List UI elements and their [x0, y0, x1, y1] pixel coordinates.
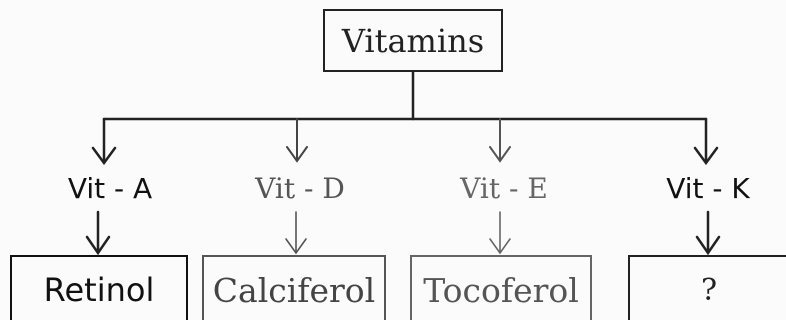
branch-3-arrowhead	[489, 146, 511, 163]
branch-4-arrowhead	[693, 146, 719, 166]
root-label: Vitamins	[341, 21, 485, 60]
calciferol-node: Calciferol	[202, 255, 386, 320]
vitamin-a-label: Vit - A	[67, 171, 153, 205]
branch-3-lower-arrowhead	[489, 238, 511, 255]
vitamin-e-label: Vit - E	[460, 171, 548, 205]
retinol-node: Retinol	[10, 255, 188, 320]
tocoferol-node: Tocoferol	[410, 255, 592, 320]
vitamin-d-label: Vit - D	[255, 171, 345, 205]
branch-2-arrowhead	[286, 146, 308, 163]
branch-1-arrowhead	[91, 146, 117, 166]
branch-1-lower-arrowhead	[85, 235, 111, 256]
retinol-label: Retinol	[43, 271, 155, 309]
calciferol-label: Calciferol	[212, 270, 376, 310]
branch-2-lower-arrowhead	[285, 238, 307, 255]
unknown-compound-label: ?	[700, 272, 718, 308]
vitamin-k-label: Vit - K	[666, 171, 750, 205]
root-node: Vitamins	[323, 9, 503, 72]
unknown-compound-node: ?	[628, 255, 786, 320]
tocoferol-label: Tocoferol	[423, 270, 579, 310]
branch-4-lower-arrowhead	[695, 235, 721, 256]
